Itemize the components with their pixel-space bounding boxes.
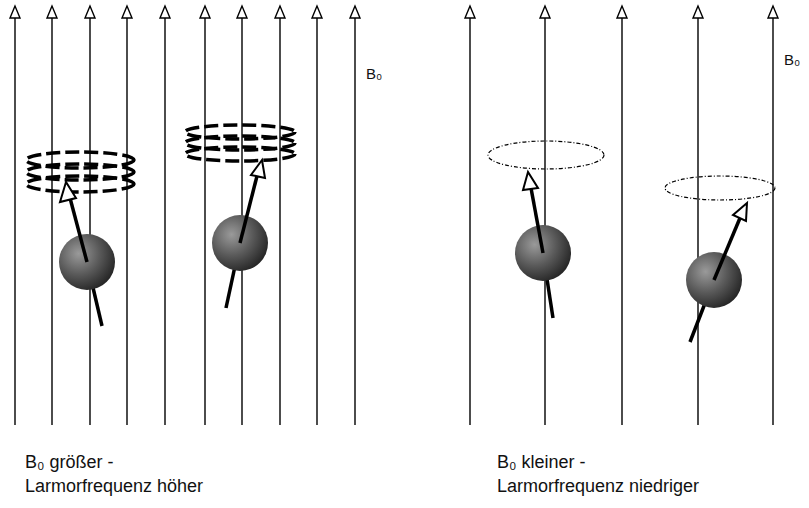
panel-caption: B₀ größer - Larmorfrequenz höher [25, 450, 213, 499]
panel-caption: B₀ kleiner - Larmorfrequenz niedriger [497, 450, 701, 499]
spin [686, 203, 747, 342]
spin [515, 172, 571, 318]
field-label: B₀ [366, 64, 382, 84]
field-lines [465, 6, 778, 425]
spin [212, 160, 268, 308]
field-label: B₀ [784, 50, 800, 70]
spin [59, 182, 115, 326]
field-lines [10, 6, 360, 425]
